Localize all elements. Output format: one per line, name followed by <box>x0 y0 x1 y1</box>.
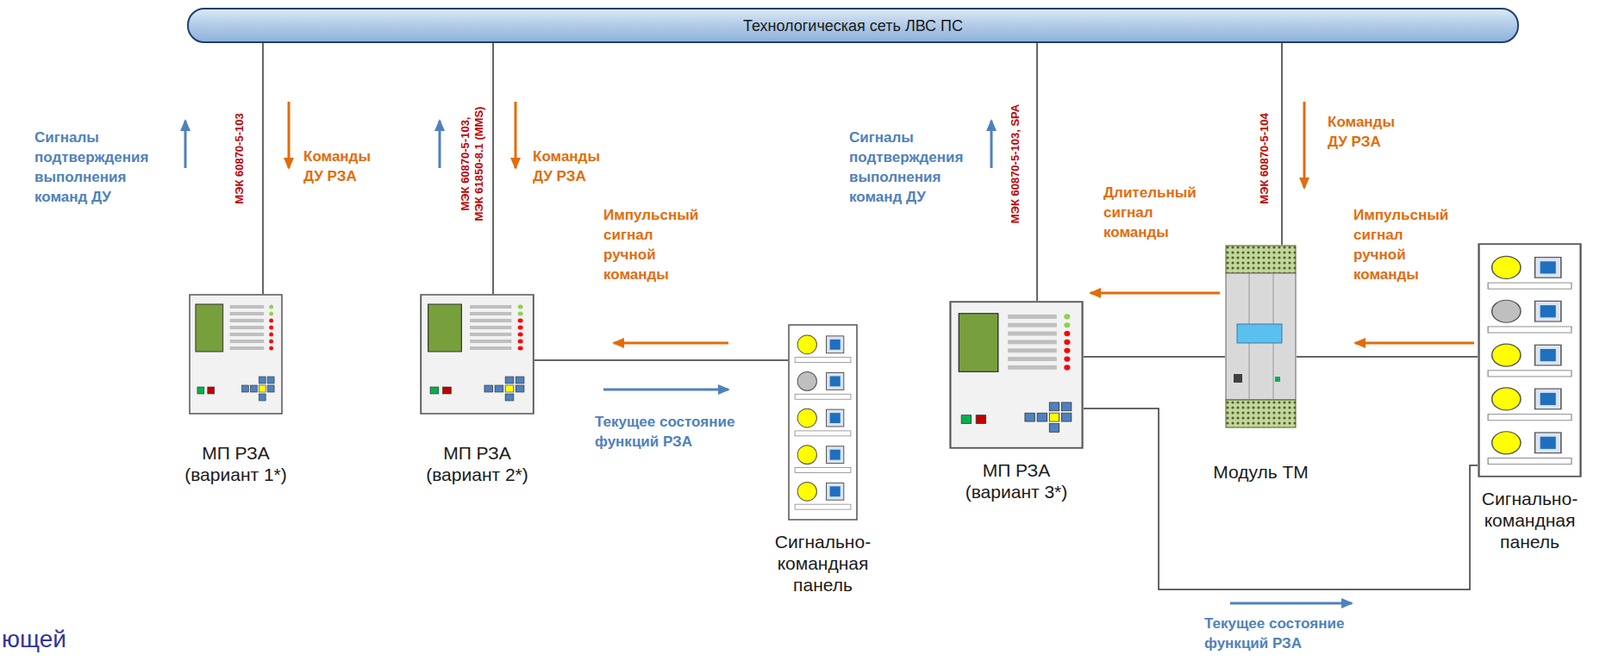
protocol-label: МЭК 60870-5-103, SPA <box>1008 104 1023 224</box>
signal-label: Текущее состояние функций РЗА <box>594 412 776 452</box>
node-label: Технологическая сеть ЛВС ПС <box>743 16 963 36</box>
telemetry-module: Модуль ТМ <box>1225 244 1297 429</box>
connector-line <box>1036 43 1038 301</box>
node-label: Модуль ТМ <box>1200 461 1322 483</box>
node-label: МП РЗА (вариант 1*) <box>162 442 310 486</box>
signal-label: Импульсный сигнал ручной команды <box>1353 205 1456 285</box>
signal-panel-body <box>1477 243 1582 478</box>
protocol-label: МЭК 60870-5-104 <box>1256 112 1271 204</box>
node-label: МП РЗА (вариант 2*) <box>404 442 551 486</box>
signal-label: Длительный сигнал команды <box>1103 182 1200 243</box>
telemetry-module-drawing <box>1225 244 1297 429</box>
orange-arrow <box>1303 101 1307 188</box>
blue-arrow <box>1230 602 1352 606</box>
relay-device-drawing <box>949 300 1084 450</box>
blue-arrow <box>184 120 188 169</box>
relay-device: МП РЗА (вариант 1*) <box>188 293 283 415</box>
relay-device-body <box>949 300 1084 450</box>
relay-device-drawing <box>419 293 535 415</box>
orange-arrow <box>287 101 291 169</box>
panel-drawing <box>787 324 858 521</box>
protocol-label: МЭК 60870-5-103, МЭК 61850-8.1 (MMS) <box>458 106 487 222</box>
signal-panel-body <box>787 324 858 521</box>
connector-line <box>534 359 788 362</box>
connector-line <box>1083 408 1478 590</box>
orange-arrow <box>1355 342 1475 345</box>
node-label: МП РЗА (вариант 3*) <box>943 459 1090 503</box>
relay-device-drawing <box>188 293 283 415</box>
signal-label: Команды ДУ РЗА <box>303 146 383 187</box>
signal-label: Команды ДУ РЗА <box>1327 112 1407 152</box>
orange-arrow <box>514 101 518 169</box>
orange-arrow <box>613 342 729 345</box>
panel-drawing <box>1477 243 1582 478</box>
signal-label: Команды ДУ РЗА <box>532 146 613 187</box>
connector-line <box>1083 356 1225 358</box>
signal-label: Сигналы подтверждения выполнения команд … <box>34 127 163 207</box>
signal-panel: Сигнально- командная панель <box>1477 243 1582 478</box>
connector-line <box>1296 356 1478 358</box>
relay-device-body <box>419 293 535 415</box>
orange-arrow <box>1090 292 1220 295</box>
signal-label: Текущее состояние функций РЗА <box>1204 613 1386 654</box>
relay-device: МП РЗА (вариант 3*) <box>949 300 1084 450</box>
blue-arrow <box>438 120 442 169</box>
signal-label: Сигналы подтверждения выполнения команд … <box>849 127 977 207</box>
connector-line <box>492 43 494 294</box>
network-bus: Технологическая сеть ЛВС ПС <box>187 7 1519 44</box>
protocol-label: МЭК 60870-5-103 <box>231 112 246 204</box>
connector-line <box>1281 43 1283 245</box>
node-label: Сигнально- командная панель <box>1473 487 1588 553</box>
relay-device: МП РЗА (вариант 2*) <box>419 293 535 415</box>
relay-device-body <box>188 293 283 415</box>
signal-label: ющей <box>1 625 67 654</box>
signal-panel: Сигнально- командная панель <box>787 324 858 521</box>
node-label: Сигнально- командная панель <box>766 531 881 596</box>
blue-arrow <box>990 120 994 169</box>
blue-arrow <box>603 388 729 392</box>
telemetry-module-body <box>1225 244 1297 429</box>
connector-line <box>262 43 264 294</box>
signal-label: Импульсный сигнал ручной команды <box>603 205 706 285</box>
